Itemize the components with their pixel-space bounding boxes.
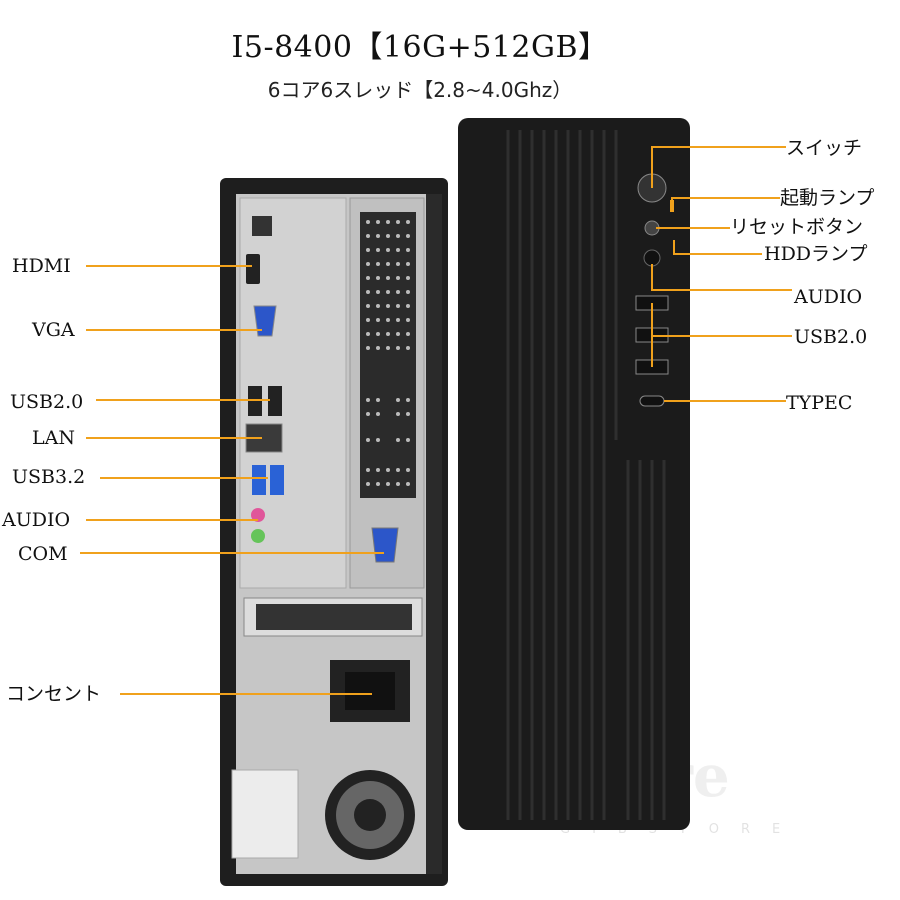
leader-lines xyxy=(80,146,792,695)
label-switch: スイッチ xyxy=(786,137,863,159)
label-typec: TYPEC xyxy=(786,392,853,414)
label-audio-front: AUDIO xyxy=(794,286,863,308)
label-hdmi: HDMI xyxy=(12,255,71,277)
label-audio-rear: AUDIO xyxy=(2,509,71,531)
vent-holes xyxy=(366,220,410,486)
label-hdd-lamp: HDDランプ xyxy=(764,243,868,265)
label-com: COM xyxy=(18,543,68,565)
label-power-lamp: 起動ランプ xyxy=(780,187,875,209)
label-usb3: USB3.2 xyxy=(12,466,86,488)
label-usb2-front: USB2.0 xyxy=(794,326,868,348)
label-power-socket: コンセント xyxy=(6,683,102,705)
label-usb2-rear: USB2.0 xyxy=(10,391,84,413)
front-case xyxy=(458,118,690,830)
hdmi-port xyxy=(246,254,260,284)
rear-case xyxy=(220,178,448,886)
com-port xyxy=(371,527,399,563)
audio-mic-jack xyxy=(251,508,265,522)
audio-jack-front xyxy=(643,249,661,267)
page-subtitle: 6コア6スレッド【2.8~4.0Ghz） xyxy=(267,78,573,102)
label-vga: VGA xyxy=(32,319,75,341)
rear-button xyxy=(252,216,272,236)
usb2-port-b xyxy=(268,386,282,416)
vga-port xyxy=(253,305,277,337)
front-typec xyxy=(639,395,665,407)
page-title: I5-8400【16G+512GB】 xyxy=(231,30,609,65)
usb3-port-b xyxy=(270,465,284,495)
audio-line-jack xyxy=(251,529,265,543)
usb3-port-a xyxy=(252,465,266,495)
label-reset-button: リセットボタン xyxy=(730,216,864,238)
label-lan: LAN xyxy=(32,427,75,449)
